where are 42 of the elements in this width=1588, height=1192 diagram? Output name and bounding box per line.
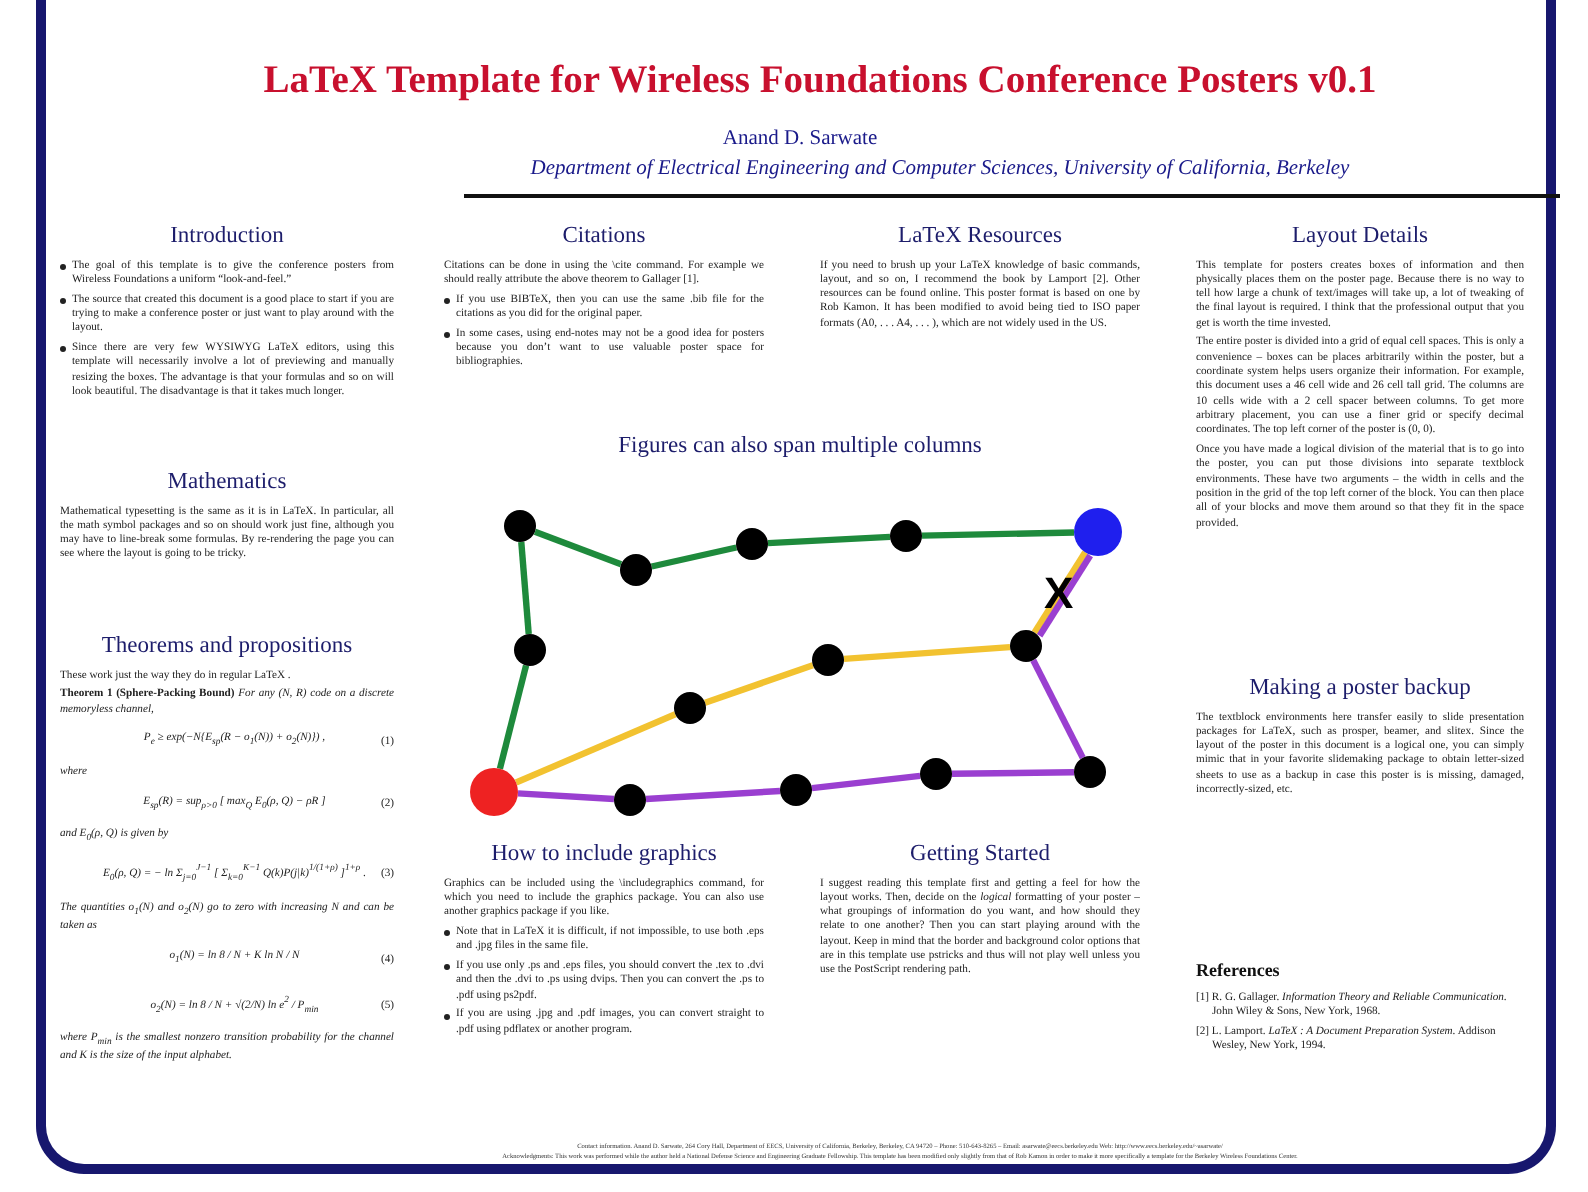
graph-edge (517, 790, 615, 803)
graph-vertex (674, 692, 706, 724)
graph-edge (843, 643, 1011, 663)
graph-edge (650, 544, 738, 570)
graph-vertex (780, 774, 812, 806)
graph-vertex (890, 520, 922, 552)
graph-vertex (1074, 756, 1106, 788)
graph-vertex (614, 784, 646, 816)
affiliation: Department of Electrical Engineering and Computer Sciences, University of California, Berkeley (528, 158, 1352, 180)
section-heading: How to include graphics (489, 842, 719, 866)
section-heading: Theorems and propositions (99, 634, 355, 658)
poster-title: LaTeX Template for Wireless Foundations Conference Posters v0.1 (261, 60, 1379, 104)
graph-edge (645, 787, 781, 803)
graph-vertex (514, 634, 546, 666)
section-heading: Citations (560, 224, 648, 248)
section-heading: References (1196, 960, 1282, 980)
graph-edge (514, 711, 677, 786)
graph-vertex (812, 644, 844, 676)
graph-edge (767, 533, 891, 547)
section-heading: Making a poster backup (1247, 676, 1473, 700)
section-heading: LaTeX Resources (896, 224, 1064, 248)
graph-vertex (920, 758, 952, 790)
figure-title: Figures can also span multiple columns (616, 434, 984, 458)
section-heading: Mathematics (165, 470, 289, 494)
section-heading: Introduction (168, 224, 286, 248)
graph-edge (518, 541, 532, 635)
graph-vertex (620, 554, 652, 586)
graph-vertex (736, 528, 768, 560)
graph-edge (811, 772, 921, 792)
graph-edge (704, 662, 814, 706)
graph-edge (1030, 658, 1086, 760)
graph-edge (921, 529, 1075, 539)
graph-edge (496, 664, 530, 770)
graph-vertex (470, 768, 518, 816)
graph-vertex (1074, 508, 1122, 556)
author-name: Anand D. Sarwate (720, 128, 880, 150)
section-heading: Getting Started (908, 842, 1052, 866)
graph-vertex (504, 510, 536, 542)
graph-edge (951, 769, 1075, 777)
graph-edge (533, 528, 623, 568)
graph-vertex (1010, 630, 1042, 662)
section-heading: Layout Details (1289, 224, 1431, 248)
